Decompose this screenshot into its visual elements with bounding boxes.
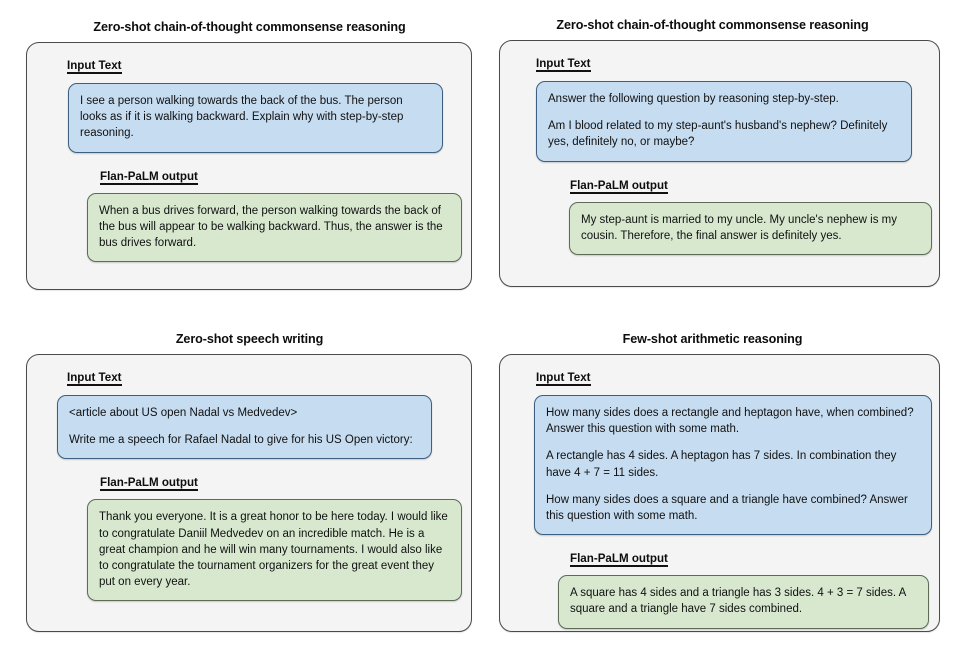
flan-palm-output-label: Flan-PaLM output: [100, 476, 198, 492]
example-panel-3: Zero-shot speech writing Input Text <art…: [0, 332, 499, 632]
input-text-bubble: Answer the following question by reasoni…: [536, 81, 912, 162]
panel-body: Input Text I see a person walking toward…: [26, 42, 472, 290]
flan-palm-output-label: Flan-PaLM output: [570, 552, 668, 568]
panel-body: Input Text Answer the following question…: [499, 40, 940, 287]
input-text-label: Input Text: [67, 59, 122, 74]
input-paragraph: How many sides does a rectangle and hept…: [546, 407, 914, 436]
input-text-bubble: I see a person walking towards the back …: [68, 83, 443, 153]
panel-title: Zero-shot chain-of-thought commonsense r…: [93, 20, 406, 34]
input-text-label: Input Text: [67, 371, 122, 386]
input-text-bubble: <article about US open Nadal vs Medvedev…: [57, 395, 432, 460]
output-label-row: Flan-PaLM output: [100, 167, 457, 185]
panel-body: Input Text <article about US open Nadal …: [26, 354, 472, 632]
output-text-bubble: Thank you everyone. It is a great honor …: [87, 499, 462, 602]
panel-title: Few-shot arithmetic reasoning: [622, 332, 803, 346]
example-panel-4: Few-shot arithmetic reasoning Input Text…: [470, 332, 955, 632]
flan-palm-output-label: Flan-PaLM output: [100, 169, 198, 185]
output-label-row: Flan-PaLM output: [570, 549, 925, 568]
output-paragraph: Thank you everyone. It is a great honor …: [99, 511, 448, 589]
input-text-label-row: Input Text: [67, 368, 457, 386]
panel-body: Input Text How many sides does a rectang…: [499, 354, 940, 632]
input-text-label-row: Input Text: [536, 368, 925, 386]
input-text-bubble: How many sides does a rectangle and hept…: [534, 395, 932, 536]
output-label-row: Flan-PaLM output: [100, 473, 457, 492]
input-paragraph: Write me a speech for Rafael Nadal to gi…: [69, 434, 413, 447]
input-text-label: Input Text: [536, 57, 591, 72]
input-paragraph: <article about US open Nadal vs Medvedev…: [69, 407, 298, 419]
output-paragraph: A square has 4 sides and a triangle has …: [570, 587, 906, 616]
flan-palm-output-label: Flan-PaLM output: [570, 178, 668, 194]
input-paragraph: A rectangle has 4 sides. A heptagon has …: [546, 450, 897, 479]
output-text-bubble: My step-aunt is married to my uncle. My …: [569, 201, 932, 256]
panel-title: Zero-shot speech writing: [175, 332, 324, 346]
panel-title: Zero-shot chain-of-thought commonsense r…: [556, 18, 869, 32]
output-paragraph: When a bus drives forward, the person wa…: [99, 204, 443, 250]
example-panel-1: Zero-shot chain-of-thought commonsense r…: [0, 20, 499, 290]
input-paragraph: Answer the following question by reasoni…: [548, 93, 839, 105]
output-label-row: Flan-PaLM output: [570, 176, 925, 194]
input-text-label: Input Text: [536, 371, 591, 386]
input-paragraph: How many sides does a square and a trian…: [546, 493, 908, 523]
input-text-label-row: Input Text: [67, 56, 457, 74]
example-panel-2: Zero-shot chain-of-thought commonsense r…: [470, 18, 955, 287]
input-paragraph: Am I blood related to my step-aunt's hus…: [548, 120, 888, 149]
output-text-bubble: When a bus drives forward, the person wa…: [87, 192, 462, 263]
input-text-label-row: Input Text: [536, 54, 925, 72]
input-paragraph: I see a person walking towards the back …: [80, 95, 404, 140]
output-text-bubble: A square has 4 sides and a triangle has …: [558, 575, 929, 629]
output-paragraph: My step-aunt is married to my uncle. My …: [581, 213, 898, 242]
